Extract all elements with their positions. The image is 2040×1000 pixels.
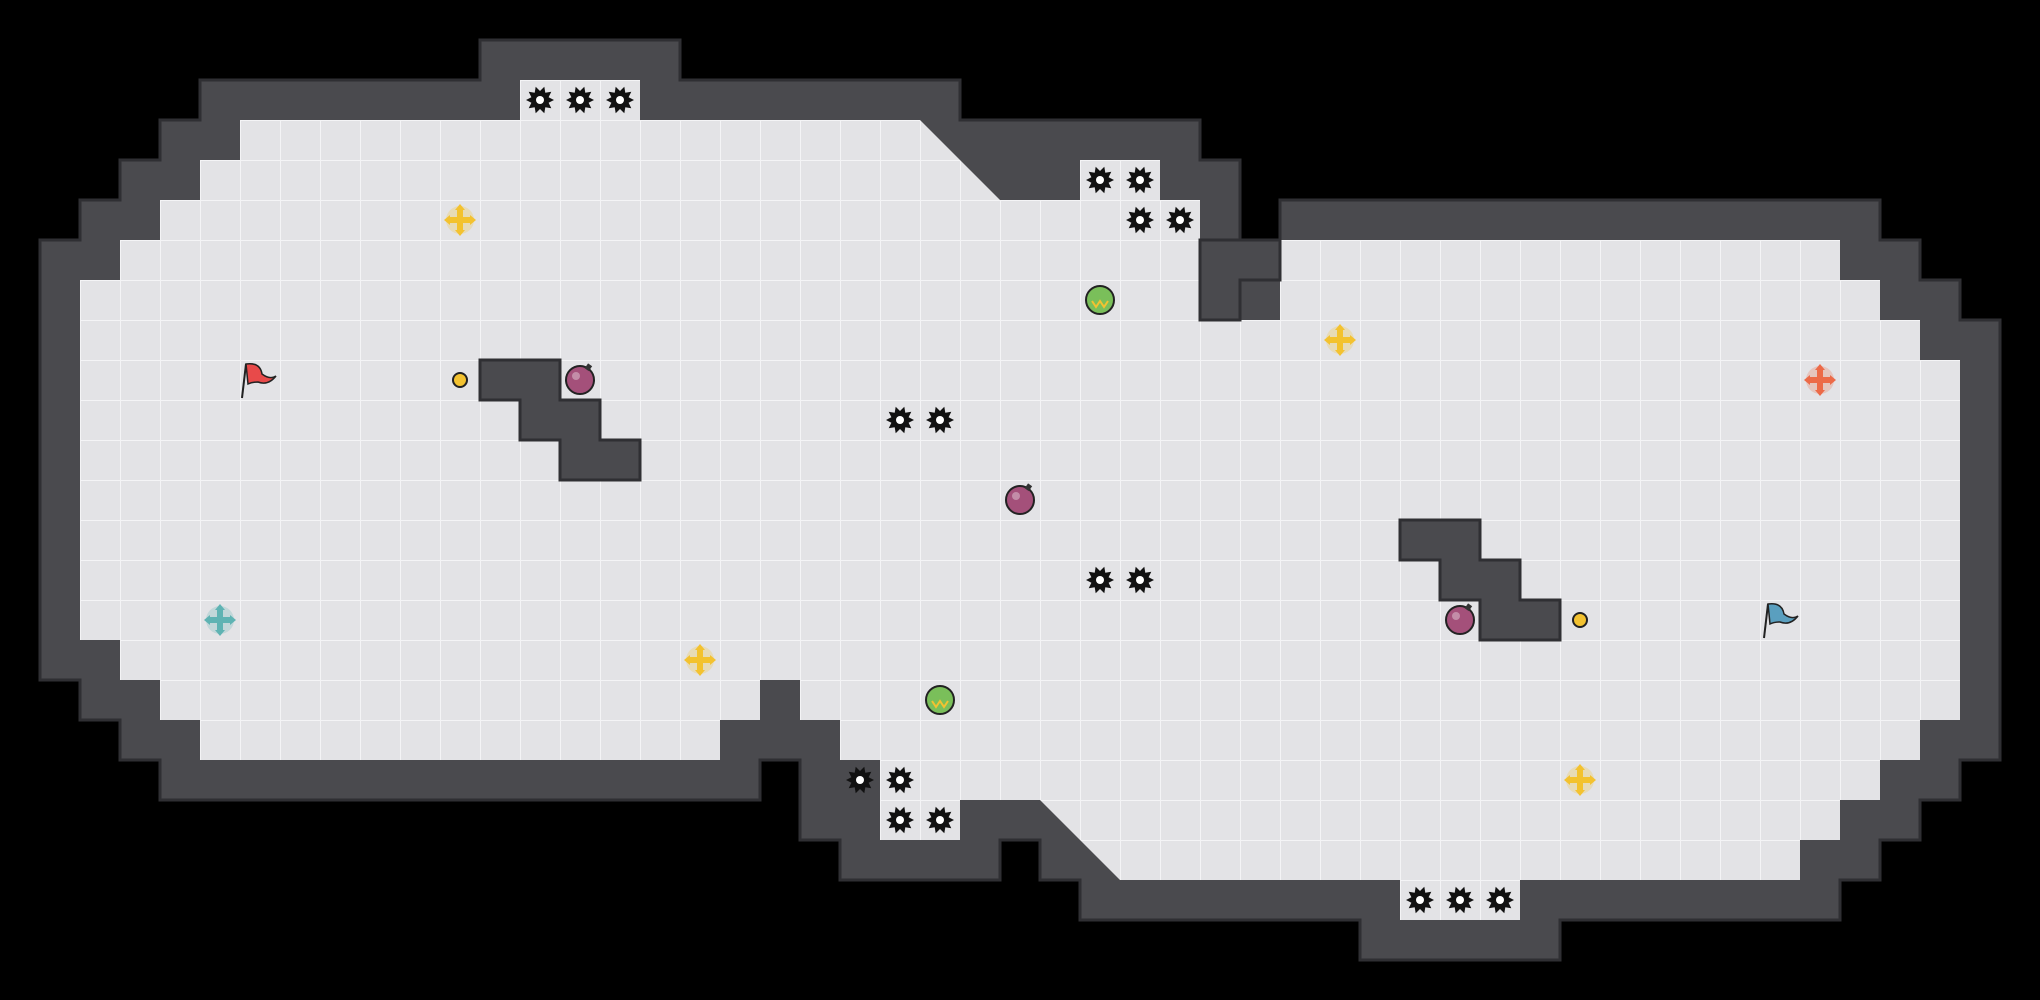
spike-icon	[1446, 886, 1474, 914]
boost-icon	[1564, 764, 1596, 796]
bomb-icon	[565, 363, 595, 395]
spike-icon	[566, 86, 594, 114]
spike-icon	[1126, 166, 1154, 194]
flag-icon	[1763, 602, 1799, 639]
jump-pad-icon	[1085, 285, 1115, 315]
spike-group	[526, 86, 1514, 914]
spike-icon	[886, 406, 914, 434]
spike-icon	[526, 86, 554, 114]
spike-icon	[846, 766, 874, 794]
spike-icon	[926, 406, 954, 434]
bomb-icon	[1445, 603, 1475, 635]
jump-pad-icon	[925, 685, 955, 715]
item-group	[204, 204, 1836, 796]
spike-icon	[1086, 566, 1114, 594]
alcove-lower-mid	[880, 760, 960, 840]
spike-icon	[606, 86, 634, 114]
spike-icon	[886, 766, 914, 794]
boost-icon	[204, 604, 236, 636]
pillar-center-top	[1198, 238, 1282, 322]
bomb-icon	[1005, 483, 1035, 515]
spike-icon	[1166, 206, 1194, 234]
spike-icon	[1486, 886, 1514, 914]
spike-icon	[1086, 166, 1114, 194]
spike-icon	[1126, 206, 1154, 234]
spike-icon	[886, 806, 914, 834]
token-icon	[1572, 612, 1588, 628]
spike-icon	[926, 806, 954, 834]
spike-icon	[1126, 566, 1154, 594]
boost-icon	[1324, 324, 1356, 356]
boost-icon	[444, 204, 476, 236]
boost-icon	[684, 644, 716, 676]
spike-icon	[1406, 886, 1434, 914]
inner-wall-left	[478, 358, 642, 482]
inner-wall-right	[1398, 518, 1562, 642]
boost-icon	[1804, 364, 1836, 396]
token-icon	[452, 372, 468, 388]
flag-icon	[241, 362, 277, 399]
